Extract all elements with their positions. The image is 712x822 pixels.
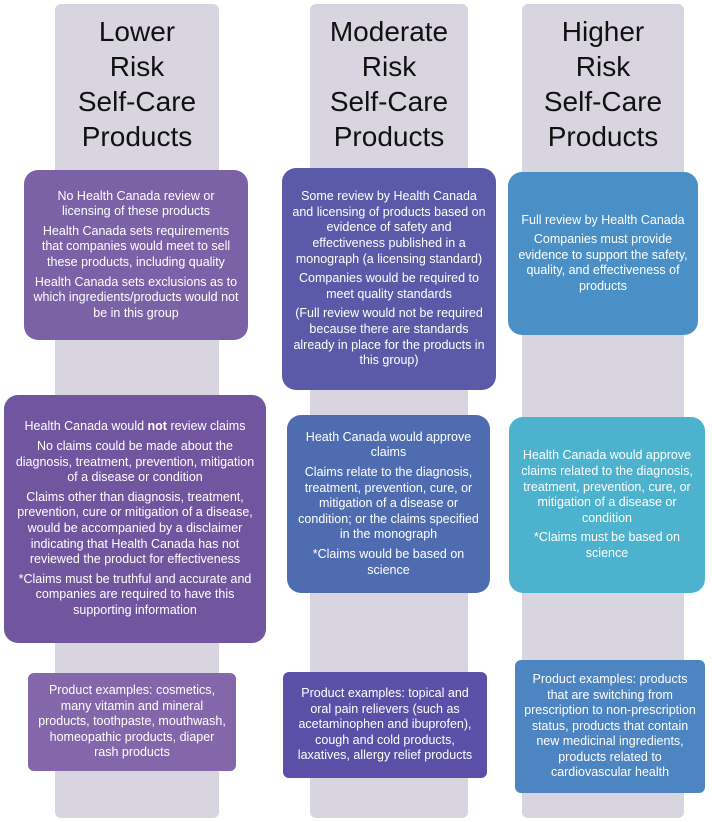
- title-moderate-risk: Moderate Risk Self-Care Products: [306, 14, 472, 154]
- box-text: Product examples: topical and oral pain …: [297, 686, 473, 763]
- higher-claims-box: Health Canada would approve claims relat…: [509, 417, 705, 593]
- box-text: Companies must provide evidence to suppo…: [518, 232, 688, 293]
- lower-examples-box: Product examples: cosmetics, many vitami…: [28, 673, 236, 771]
- box-text: (Full review would not be required becau…: [293, 306, 485, 368]
- title-line: Risk: [109, 51, 165, 82]
- title-line: Products: [81, 121, 193, 152]
- box-text: Product examples: cosmetics, many vitami…: [38, 683, 226, 760]
- box-text: Heath Canada would approve claims: [305, 429, 472, 460]
- box-text: Health Canada sets requirements that com…: [41, 223, 231, 269]
- box-text: Product examples: products that are swit…: [524, 671, 696, 780]
- lower-claims-box: Health Canada would not review claims No…: [4, 395, 266, 643]
- title-line: Higher: [561, 16, 645, 47]
- title-higher-risk: Higher Risk Self-Care Products: [522, 14, 684, 154]
- box-text: Health Canada would: [24, 419, 148, 434]
- title-line: Self-Care: [329, 86, 449, 117]
- box-text: *Claims must be truthful and accurate an…: [18, 571, 252, 617]
- title-line: Self-Care: [77, 86, 197, 117]
- box-text: Companies would be required to meet qual…: [299, 271, 479, 301]
- title-line: Lower: [98, 16, 176, 47]
- title-lower-risk: Lower Risk Self-Care Products: [55, 14, 219, 154]
- title-line: Products: [547, 121, 659, 152]
- box-text: Full review by Health Canada: [521, 212, 685, 227]
- box-text: *Claims must be based on science: [534, 530, 680, 560]
- box-text: No claims could be made about the diagno…: [15, 439, 255, 485]
- title-line: Self-Care: [543, 86, 663, 117]
- box-text: review claims: [166, 419, 246, 434]
- box-text: No Health Canada review or licensing of …: [57, 188, 215, 219]
- box-text: Some review by Health Canada and licensi…: [292, 189, 486, 266]
- higher-review-box: Full review by Health Canada Companies m…: [508, 172, 698, 335]
- moderate-examples-box: Product examples: topical and oral pain …: [283, 672, 487, 778]
- moderate-claims-box: Heath Canada would approve claims Claims…: [287, 415, 490, 593]
- moderate-review-box: Some review by Health Canada and licensi…: [282, 168, 496, 390]
- title-line: Products: [333, 121, 445, 152]
- claims-lead: Health Canada would not review claims: [12, 419, 258, 435]
- box-text: Claims other than diagnosis, treatment, …: [17, 489, 253, 567]
- title-line: Risk: [361, 51, 417, 82]
- higher-examples-box: Product examples: products that are swit…: [515, 660, 705, 793]
- box-text: *Claims would be based on science: [312, 546, 465, 577]
- lower-review-box: No Health Canada review or licensing of …: [24, 170, 248, 340]
- box-text: Health Canada sets exclusions as to whic…: [33, 274, 239, 320]
- box-text-bold: not: [147, 419, 167, 434]
- title-line: Moderate: [329, 16, 449, 47]
- box-text: Claims relate to the diagnosis, treatmen…: [298, 465, 479, 542]
- title-line: Risk: [575, 51, 631, 82]
- box-text: Health Canada would approve claims relat…: [521, 448, 693, 525]
